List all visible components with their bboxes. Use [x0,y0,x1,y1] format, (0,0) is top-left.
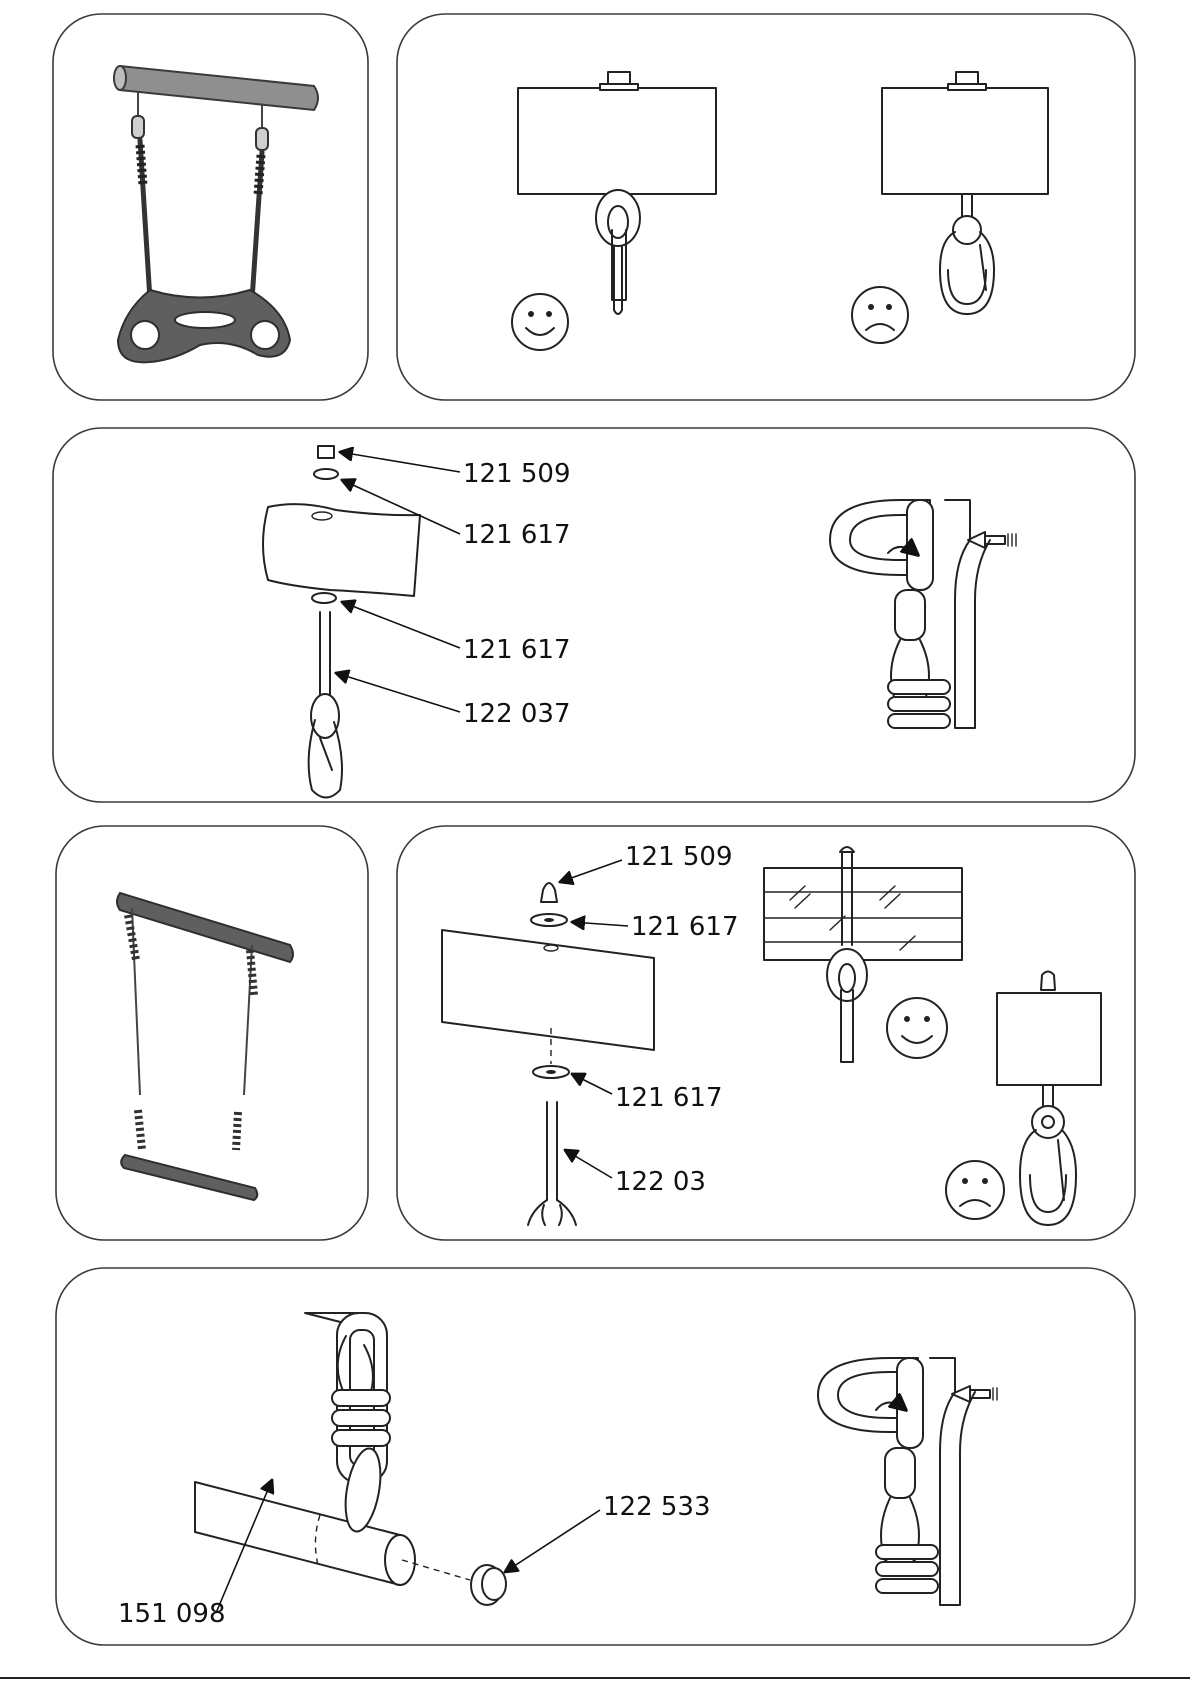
panel-eye-bolt-assembly: 121 509 121 617 121 617 122 037 [53,428,1135,802]
part-label-121617-b-bottom: 121 617 [615,1083,723,1113]
part-label-121617-top: 121 617 [463,520,571,550]
part-label-122533: 122 533 [603,1492,711,1522]
part-label-121617-b-top: 121 617 [631,912,739,942]
smiley-face-icon [512,294,568,350]
panel-trapeze-rings [53,14,368,400]
panel-end-cap-assembly: 151 098 122 533 [56,1268,1135,1645]
part-label-121509-b: 121 509 [625,842,733,872]
part-label-121617-bottom: 121 617 [463,635,571,665]
panel-hook-assembly: 121 509 121 617 121 617 122 03 [397,826,1135,1240]
sad-face-icon [946,1161,1004,1219]
part-label-122037: 122 037 [463,699,571,729]
panel-trapeze-bar [56,826,368,1240]
sad-face-icon [852,287,908,343]
part-label-12203: 122 03 [615,1167,706,1197]
smiley-face-icon [887,998,947,1058]
part-label-121509: 121 509 [463,459,571,489]
panel-hook-orientation [397,14,1135,400]
part-label-151098: 151 098 [118,1599,226,1629]
